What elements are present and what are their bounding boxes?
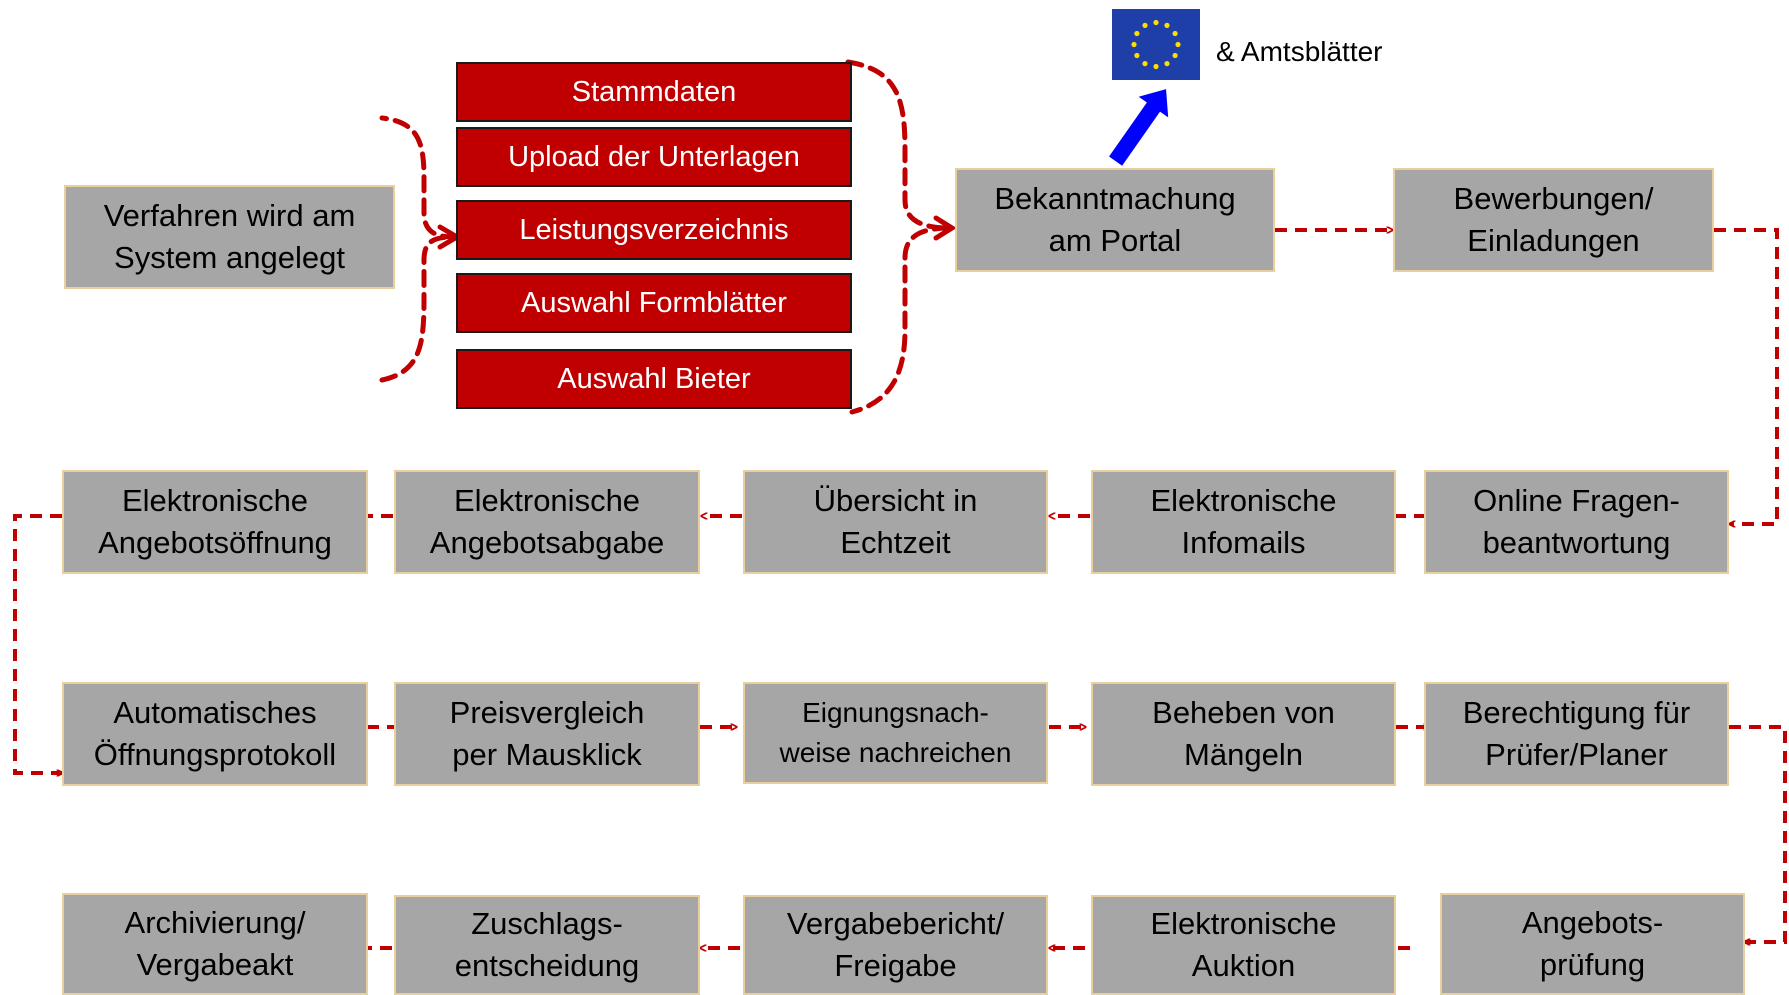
step-protokoll: Automatisches Öffnungsprotokoll <box>62 682 368 786</box>
step-maengel: Beheben von Mängeln <box>1091 682 1396 786</box>
step-preisvergleich: Preisvergleich per Mausklick <box>394 682 700 786</box>
step-bekanntmachung: Bekanntmachung am Portal <box>955 168 1275 272</box>
setup-item-upload: Upload der Unterlagen <box>456 127 852 187</box>
step-start: Verfahren wird am System angelegt <box>64 185 395 289</box>
step-archivierung: Archivierung/ Vergabeakt <box>62 893 368 995</box>
eu-star <box>1172 30 1178 37</box>
edge-oeffnung-protokoll <box>13 514 62 773</box>
step-fragen: Online Fragen- beantwortung <box>1424 470 1729 574</box>
step-vergabebericht: Vergabebericht/ Freigabe <box>743 895 1048 995</box>
eu-star <box>1164 61 1170 67</box>
step-berechtigung: Berechtigung für Prüfer/Planer <box>1424 682 1729 786</box>
step-abgabe: Elektronische Angebotsabgabe <box>394 470 700 574</box>
publish-arrow <box>1109 89 1169 166</box>
setup-item-formblaetter: Auswahl Formblätter <box>456 273 852 333</box>
eu-star <box>1164 22 1170 28</box>
setup-item-bieter: Auswahl Bieter <box>456 349 852 409</box>
eu-star <box>1142 22 1148 28</box>
step-pruefung: Angebots- prüfung <box>1440 893 1745 995</box>
step-oeffnung: Elektronische Angebotsöffnung <box>62 470 368 574</box>
step-bewerbungen: Bewerbungen/ Einladungen <box>1393 168 1714 272</box>
eu-star <box>1175 41 1181 48</box>
edge-berechtigung-pruefung <box>1729 725 1787 942</box>
eu-star <box>1131 41 1137 48</box>
step-infomails: Elektronische Infomails <box>1091 470 1396 574</box>
step-auktion: Elektronische Auktion <box>1091 895 1396 995</box>
step-eignung: Eignungsnach- weise nachreichen <box>743 682 1048 784</box>
publication-label: & Amtsblätter <box>1216 36 1383 67</box>
eu-star <box>1153 19 1159 26</box>
eu-star <box>1172 52 1178 59</box>
step-zuschlag: Zuschlags- entscheidung <box>394 895 700 995</box>
eu-star <box>1134 52 1140 59</box>
eu-star <box>1134 30 1140 37</box>
setup-item-stammdaten: Stammdaten <box>456 62 852 122</box>
eu-star <box>1153 63 1159 70</box>
eu-star <box>1142 61 1148 67</box>
setup-item-leistungsverzeichnis: Leistungsverzeichnis <box>456 200 852 260</box>
step-uebersicht: Übersicht in Echtzeit <box>743 470 1048 574</box>
eu-flag-icon <box>1112 9 1200 80</box>
edge-bewerbungen-fragen <box>1714 228 1779 524</box>
